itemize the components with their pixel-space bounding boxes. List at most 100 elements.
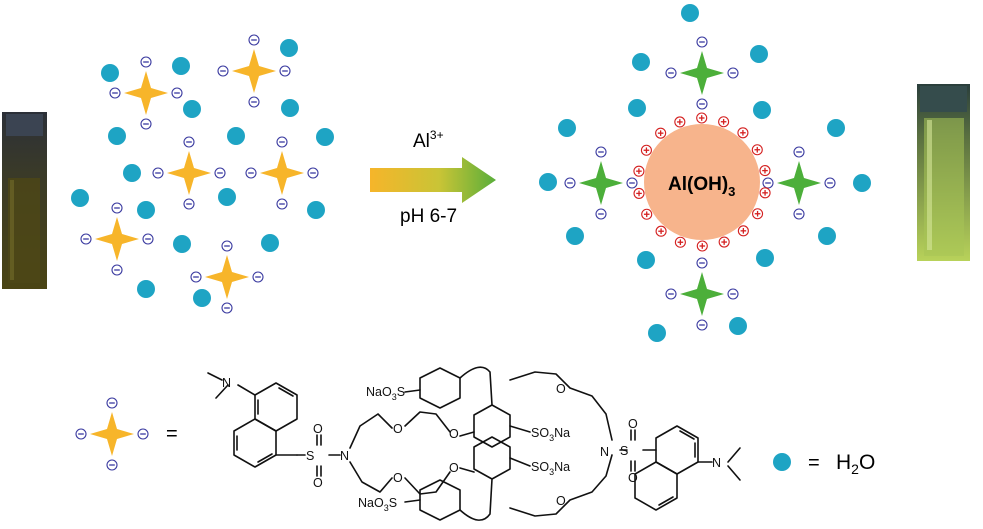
minus-circle-icon xyxy=(825,178,835,188)
water-molecule xyxy=(681,4,699,22)
probe-star-shape xyxy=(167,151,211,195)
minus-circle-icon xyxy=(246,168,256,178)
minus-circle-icon xyxy=(253,272,263,282)
atom-o: O xyxy=(393,422,403,436)
minus-circle-icon xyxy=(697,258,707,268)
water-molecule xyxy=(218,188,236,206)
atom-s-right: S xyxy=(620,444,628,458)
minus-circle-icon xyxy=(107,398,117,408)
atom-o: O xyxy=(628,417,638,431)
plus-circle-icon xyxy=(656,226,666,236)
minus-circle-icon xyxy=(141,119,151,129)
water-molecule xyxy=(853,174,871,192)
water-molecule xyxy=(173,235,191,253)
minus-circle-icon xyxy=(112,203,122,213)
water-molecule xyxy=(261,234,279,252)
minus-circle-icon xyxy=(222,303,232,313)
water-molecule xyxy=(566,227,584,245)
probe-star-shape xyxy=(124,71,168,115)
arrow-reagent-label: Al3+ xyxy=(413,128,444,152)
minus-circle-icon xyxy=(112,265,122,275)
legend-probe-equals: = xyxy=(166,423,178,445)
plus-circle-icon xyxy=(642,209,652,219)
water-molecule xyxy=(750,45,768,63)
water-molecule xyxy=(648,324,666,342)
probe-star-shape xyxy=(579,161,623,205)
atom-o: O xyxy=(556,382,566,396)
atom-o: O xyxy=(313,476,323,490)
water-molecule xyxy=(756,249,774,267)
minus-circle-icon xyxy=(184,199,194,209)
plus-circle-icon xyxy=(719,237,729,247)
water-molecule xyxy=(729,317,747,335)
minus-circle-icon xyxy=(138,429,148,439)
minus-circle-icon xyxy=(763,178,773,188)
water-molecule xyxy=(280,39,298,57)
minus-circle-icon xyxy=(627,178,637,188)
minus-circle-icon xyxy=(249,97,259,107)
minus-circle-icon xyxy=(666,289,676,299)
water-molecule xyxy=(123,164,141,182)
minus-circle-icon xyxy=(141,57,151,67)
water-molecule xyxy=(137,280,155,298)
plus-circle-icon xyxy=(656,128,666,138)
legend-water: = H2O xyxy=(773,451,875,477)
water-molecule xyxy=(193,289,211,307)
minus-circle-icon xyxy=(153,168,163,178)
probe-star-shape xyxy=(777,161,821,205)
minus-circle-icon xyxy=(280,66,290,76)
probe-chemical-structure: N S O O N O O O O O O N S O O N NaO3S Na… xyxy=(208,367,740,520)
water-molecule xyxy=(753,101,771,119)
plus-circle-icon xyxy=(675,237,685,247)
plus-circle-icon xyxy=(738,226,748,236)
minus-circle-icon xyxy=(76,429,86,439)
atom-n-left-crown: N xyxy=(340,449,349,463)
probe-star-shape xyxy=(90,412,134,456)
water-molecule xyxy=(137,201,155,219)
atom-n-left-amine: N xyxy=(222,376,231,390)
minus-circle-icon xyxy=(565,178,575,188)
plus-circle-icon xyxy=(760,166,770,176)
plus-circle-icon xyxy=(719,117,729,127)
probe-molecule xyxy=(666,37,738,109)
minus-circle-icon xyxy=(596,147,606,157)
minus-circle-icon xyxy=(697,99,707,109)
water-molecule xyxy=(628,99,646,117)
minus-circle-icon xyxy=(277,137,287,147)
plus-circle-icon xyxy=(634,166,644,176)
water-molecule xyxy=(108,127,126,145)
naso3-bottom-label: NaO3S xyxy=(358,496,397,513)
minus-circle-icon xyxy=(794,147,804,157)
water-molecule xyxy=(227,127,245,145)
probe-molecule xyxy=(76,398,148,470)
minus-circle-icon xyxy=(728,68,738,78)
plus-circle-icon xyxy=(738,128,748,138)
water-molecule xyxy=(71,189,89,207)
minus-circle-icon xyxy=(596,209,606,219)
probe-molecule xyxy=(218,35,290,107)
minus-circle-icon xyxy=(184,137,194,147)
probe-molecule xyxy=(666,258,738,330)
plus-circle-icon xyxy=(753,209,763,219)
atom-n-right-amine: N xyxy=(712,456,721,470)
probe-star-shape xyxy=(95,217,139,261)
water-molecule xyxy=(818,227,836,245)
water-molecule xyxy=(827,119,845,137)
legend-probe: = xyxy=(76,398,178,470)
cuvette-before xyxy=(2,112,47,289)
minus-circle-icon xyxy=(215,168,225,178)
legend-water-equals: = xyxy=(808,452,820,474)
probe-star-shape xyxy=(680,51,724,95)
atom-o: O xyxy=(556,494,566,508)
plus-circle-icon xyxy=(641,145,651,155)
minus-circle-icon xyxy=(143,234,153,244)
minus-circle-icon xyxy=(277,199,287,209)
minus-circle-icon xyxy=(218,66,228,76)
cuvette-after xyxy=(917,84,970,261)
water-molecule xyxy=(637,251,655,269)
reaction-arrow: Al3+ pH 6-7 xyxy=(370,128,496,227)
water-molecule xyxy=(172,57,190,75)
probe-star-shape xyxy=(232,49,276,93)
atom-o: O xyxy=(449,427,459,441)
